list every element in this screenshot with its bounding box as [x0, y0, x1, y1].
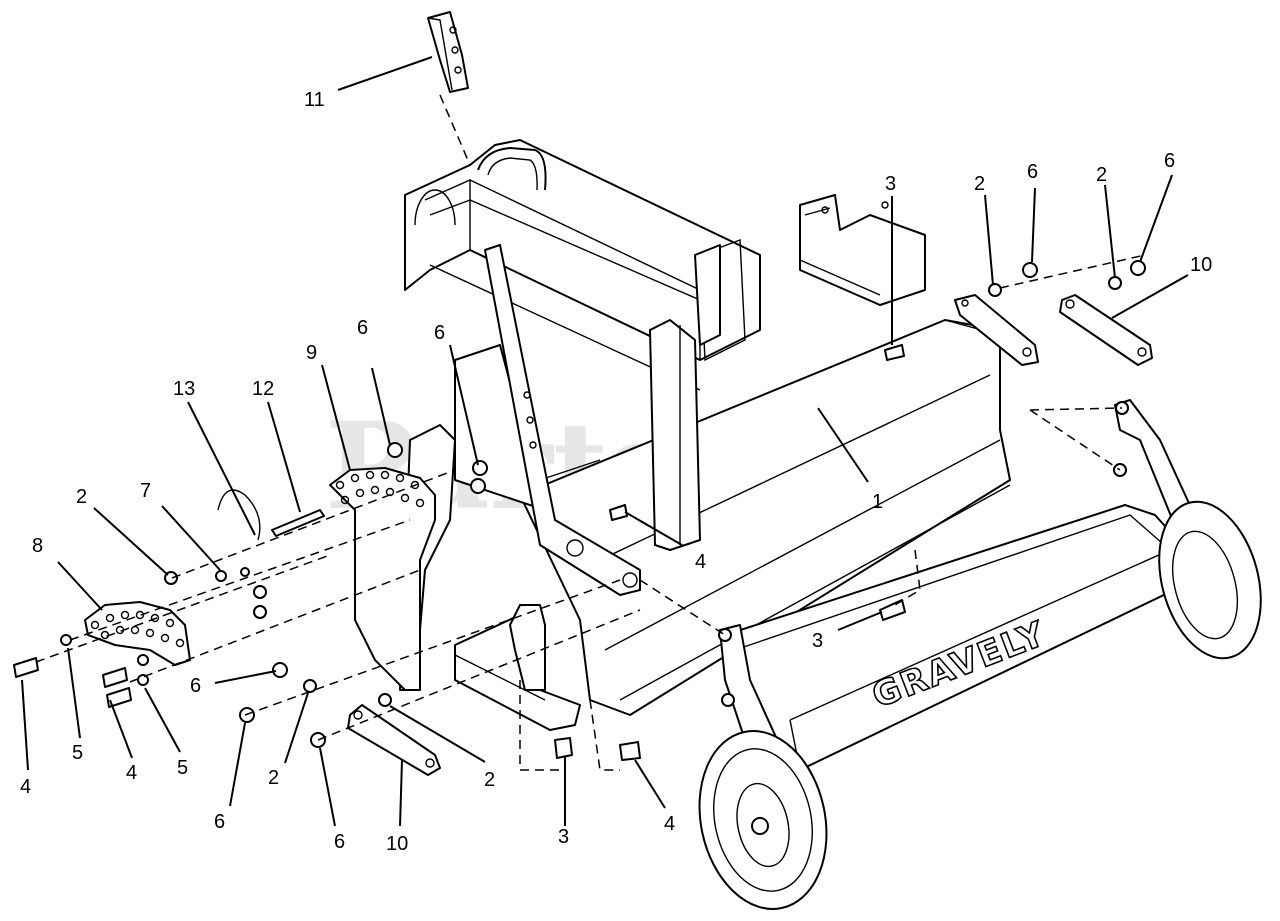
callout-6: 6: [334, 831, 345, 853]
callout-5: 5: [72, 742, 83, 764]
callout-7: 7: [140, 480, 151, 502]
callout-2: 2: [268, 767, 279, 789]
callout-12: 12: [252, 378, 274, 400]
callout-3: 3: [558, 826, 569, 848]
callout-2: 2: [76, 486, 87, 508]
link-arm-part-10-lower: [347, 704, 441, 776]
callout-4: 4: [664, 813, 675, 835]
callout-3: 3: [812, 630, 823, 652]
upper-right-bracket: [799, 194, 926, 306]
callout-9: 9: [306, 342, 317, 364]
callout-2: 2: [1096, 164, 1107, 186]
callout-4: 4: [126, 762, 137, 784]
callout-labels: 1 2 2 2 2 2 3 3 3 4 4 4 4 5 5 6 6 6 6 6 …: [20, 89, 1212, 855]
callout-6: 6: [214, 811, 225, 833]
callout-6: 6: [1164, 150, 1175, 172]
callout-2: 2: [974, 173, 985, 195]
callout-4: 4: [695, 551, 706, 573]
callout-6: 6: [434, 322, 445, 344]
callout-2: 2: [484, 769, 495, 791]
uprights: [649, 244, 721, 551]
callout-3: 3: [885, 173, 896, 195]
hardware: [13, 260, 1146, 761]
grip-part-11: [427, 11, 469, 93]
callout-10: 10: [386, 833, 408, 855]
right-wheel: [1158, 500, 1262, 660]
callout-6: 6: [1027, 161, 1038, 183]
left-bracket-part-9: [329, 467, 436, 691]
callout-1: 1: [872, 491, 883, 513]
bracket-plate-part-8: [84, 601, 191, 666]
callout-8: 8: [32, 535, 43, 557]
left-wheel: [698, 730, 828, 910]
callout-11: 11: [304, 89, 325, 111]
assembly-lines: [35, 94, 1146, 771]
main-body-part-1: [519, 319, 1011, 716]
callout-10: 10: [1190, 254, 1212, 276]
callout-5: 5: [177, 757, 188, 779]
upper-right-arm: [954, 294, 1039, 366]
link-arm-part-10-upper: [1059, 294, 1153, 366]
hitch-bracket: [454, 604, 581, 731]
callout-6: 6: [357, 317, 368, 339]
callout-4: 4: [20, 776, 31, 798]
callout-13: 13: [173, 378, 195, 400]
leader-lines: [21, 56, 1189, 827]
callout-6: 6: [190, 675, 201, 697]
